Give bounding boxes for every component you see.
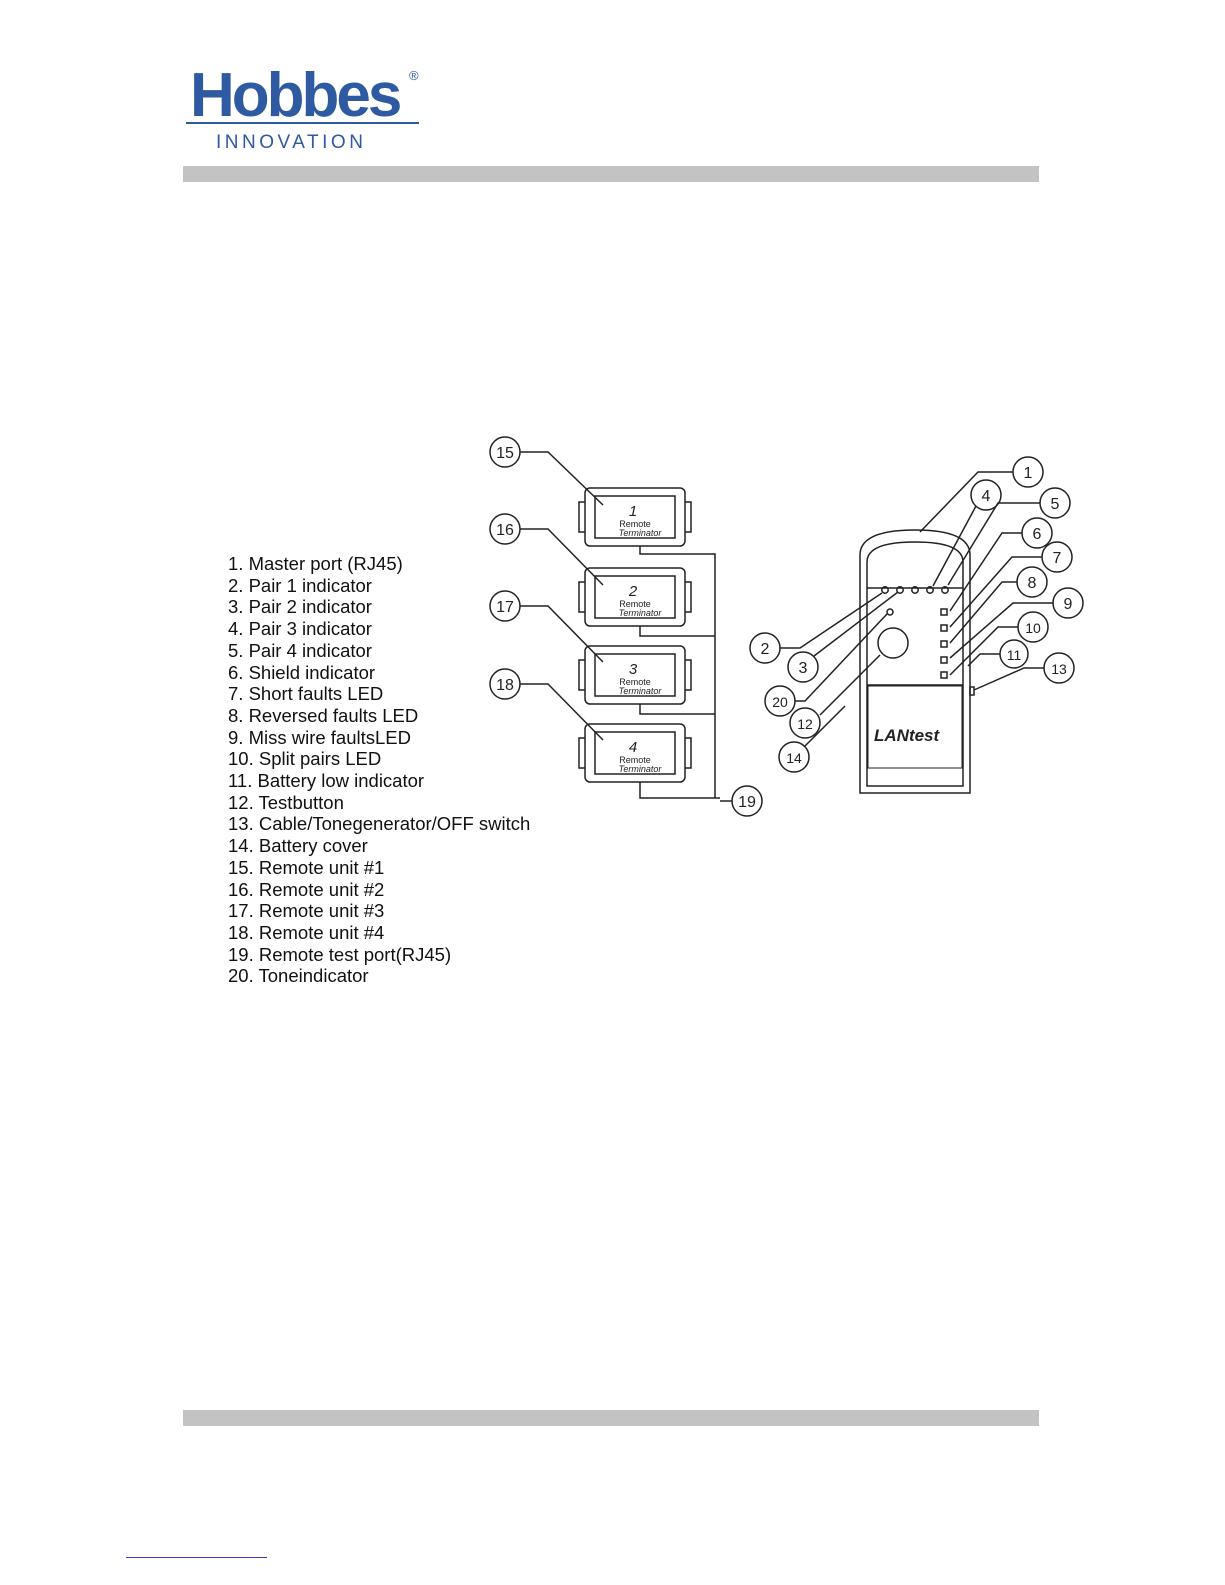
callout-18: 18 [489, 668, 604, 741]
svg-text:8: 8 [1028, 575, 1037, 592]
svg-text:10: 10 [1025, 620, 1041, 636]
legend-item: 14. Battery cover [228, 835, 368, 857]
legend-item: 7. Short faults LED [228, 683, 384, 705]
legend-item: 5. Pair 4 indicator [228, 639, 372, 661]
svg-text:2: 2 [761, 641, 770, 658]
header-rule [183, 166, 1039, 182]
product-name: LANtest [874, 726, 941, 745]
svg-text:1: 1 [1024, 465, 1033, 482]
remote-label: Terminator [619, 686, 663, 696]
legend-item: 2. Pair 1 indicator [228, 574, 372, 596]
svg-text:11: 11 [1007, 647, 1022, 663]
svg-text:15: 15 [496, 445, 514, 462]
hobbes-logo: Hobbes ® INNOVATION [186, 58, 426, 158]
callout-7: 7 [949, 541, 1073, 628]
legend-item: 8. Reversed faults LED [228, 704, 419, 726]
callout-17: 17 [489, 590, 604, 663]
remote-unit-1: 1 Remote Terminator [578, 487, 692, 547]
mode-switch [969, 686, 975, 696]
remote-number: 2 [628, 583, 638, 600]
remote-unit-3: 3 Remote Terminator [578, 645, 692, 705]
parts-legend: 1. Master port (RJ45) 2. Pair 1 indicato… [228, 553, 530, 987]
svg-text:16: 16 [496, 522, 514, 539]
callout-10: 10 [949, 611, 1049, 676]
lantest-diagram: 1 Remote Terminator 2 Remote Terminator … [470, 430, 1090, 830]
fault-indicators [940, 608, 948, 679]
callout-11: 11 [967, 639, 1029, 669]
legend-item: 3. Pair 2 indicator [228, 596, 372, 618]
svg-text:20: 20 [772, 694, 788, 710]
remote-label: Remote [619, 755, 651, 765]
callout-9: 9 [949, 587, 1084, 659]
remote-number: 3 [629, 661, 638, 678]
callout-8: 8 [949, 566, 1048, 644]
svg-text:12: 12 [797, 716, 813, 732]
svg-text:4: 4 [982, 488, 991, 505]
remote-unit-2: 2 Remote Terminator [578, 567, 692, 627]
svg-text:17: 17 [496, 599, 514, 616]
logo-wordmark: Hobbes [190, 61, 400, 130]
remote-label: Terminator [619, 764, 663, 774]
legend-item: 11. Battery low indicator [228, 770, 425, 792]
svg-text:9: 9 [1064, 596, 1073, 613]
callout-1: 1 [919, 456, 1044, 533]
callout-14: 14 [778, 705, 846, 773]
legend-item: 12. Testbutton [228, 791, 344, 813]
legend-item: 19. Remote test port(RJ45) [228, 943, 452, 965]
registered-mark: ® [409, 68, 419, 83]
logo-underline [186, 122, 419, 124]
svg-text:13: 13 [1051, 661, 1067, 677]
legend-item: 13. Cable/Tonegenerator/OFF switch [228, 813, 531, 835]
svg-text:18: 18 [496, 677, 514, 694]
svg-text:19: 19 [738, 794, 756, 811]
remote-label: Terminator [619, 528, 663, 538]
legend-item: 18. Remote unit #4 [228, 921, 385, 943]
legend-item: 17. Remote unit #3 [228, 900, 385, 922]
svg-text:14: 14 [786, 750, 802, 766]
logo-tagline: INNOVATION [216, 132, 366, 153]
legend-item: 9. Miss wire faultsLED [228, 726, 411, 748]
callout-5: 5 [947, 487, 1071, 586]
footer-link-underline [126, 1557, 267, 1558]
tone-indicator [886, 608, 894, 616]
svg-text:6: 6 [1033, 526, 1042, 543]
remote-wiring [639, 546, 720, 799]
remote-number: 1 [629, 503, 637, 520]
callout-20: 20 [764, 613, 888, 717]
svg-text:5: 5 [1051, 496, 1060, 513]
callout-4: 4 [932, 479, 1002, 587]
legend-item: 10. Split pairs LED [228, 748, 382, 770]
callout-12: 12 [789, 654, 881, 739]
remote-unit-4: 4 Remote Terminator [578, 723, 692, 783]
legend-item: 20. Toneindicator [228, 965, 369, 987]
legend-item: 1. Master port (RJ45) [228, 553, 403, 574]
svg-text:3: 3 [799, 660, 808, 677]
callout-2: 2 [749, 592, 883, 664]
callout-16: 16 [489, 513, 604, 586]
remote-label: Remote [619, 677, 651, 687]
legend-item: 15. Remote unit #1 [228, 856, 385, 878]
callout-3: 3 [787, 591, 899, 683]
pair-indicators [881, 586, 949, 594]
legend-item: 6. Shield indicator [228, 661, 376, 683]
legend-item: 16. Remote unit #2 [228, 878, 385, 900]
remote-label: Terminator [619, 608, 663, 618]
callout-19: 19 [720, 785, 763, 817]
footer-rule [183, 1410, 1039, 1426]
callout-13: 13 [973, 652, 1075, 691]
test-button [877, 627, 909, 659]
remote-label: Remote [619, 599, 651, 609]
remote-number: 4 [629, 739, 637, 756]
remote-label: Remote [619, 519, 651, 529]
svg-text:7: 7 [1053, 550, 1062, 567]
legend-item: 4. Pair 3 indicator [228, 618, 372, 640]
callout-15: 15 [489, 436, 604, 506]
callout-6: 6 [949, 517, 1053, 612]
